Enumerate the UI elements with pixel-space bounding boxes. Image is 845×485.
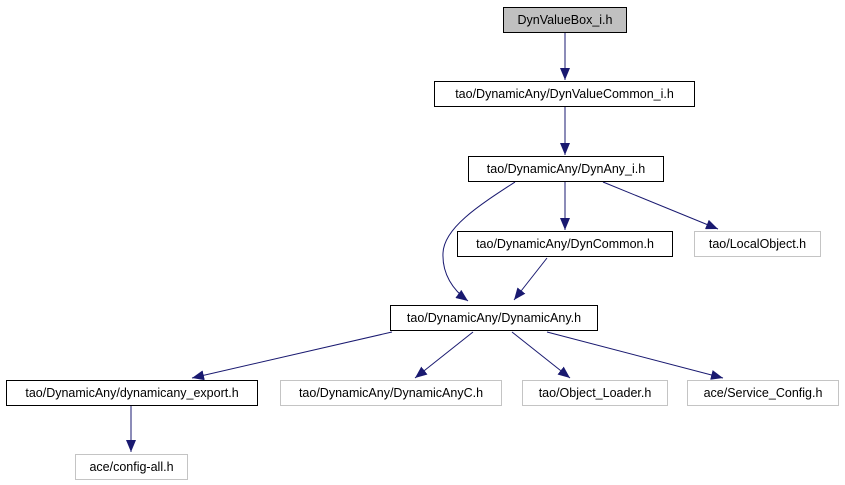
node-object-loader-h[interactable]: tao/Object_Loader.h xyxy=(522,380,668,406)
edge-dynamicany-to-dynamicanyc xyxy=(414,331,474,379)
edge-dynany-i-to-localobject xyxy=(602,181,719,230)
node-dynvaluecommon-i-h[interactable]: tao/DynamicAny/DynValueCommon_i.h xyxy=(434,81,695,107)
edge-dynamicany-to-export xyxy=(191,331,393,381)
node-localobject-h[interactable]: tao/LocalObject.h xyxy=(694,231,821,257)
node-dynamicany-export-h[interactable]: tao/DynamicAny/dynamicany_export.h xyxy=(6,380,258,406)
node-dynvaluebox-i-h: DynValueBox_i.h xyxy=(503,7,627,33)
edge-dyncommon-to-dynamicany xyxy=(513,257,548,301)
edge-dynany-i-to-dynamicany xyxy=(442,181,516,302)
node-config-all-h[interactable]: ace/config-all.h xyxy=(75,454,188,480)
node-dynamicany-h[interactable]: tao/DynamicAny/DynamicAny.h xyxy=(390,305,598,331)
node-dynamicanyc-h[interactable]: tao/DynamicAny/DynamicAnyC.h xyxy=(280,380,502,406)
node-dyncommon-h[interactable]: tao/DynamicAny/DynCommon.h xyxy=(457,231,673,257)
node-service-config-h[interactable]: ace/Service_Config.h xyxy=(687,380,839,406)
edge-dynamicany-to-objectloader xyxy=(511,331,571,379)
node-dynany-i-h[interactable]: tao/DynamicAny/DynAny_i.h xyxy=(468,156,664,182)
edge-dynamicany-to-serviceconfig xyxy=(546,331,724,380)
